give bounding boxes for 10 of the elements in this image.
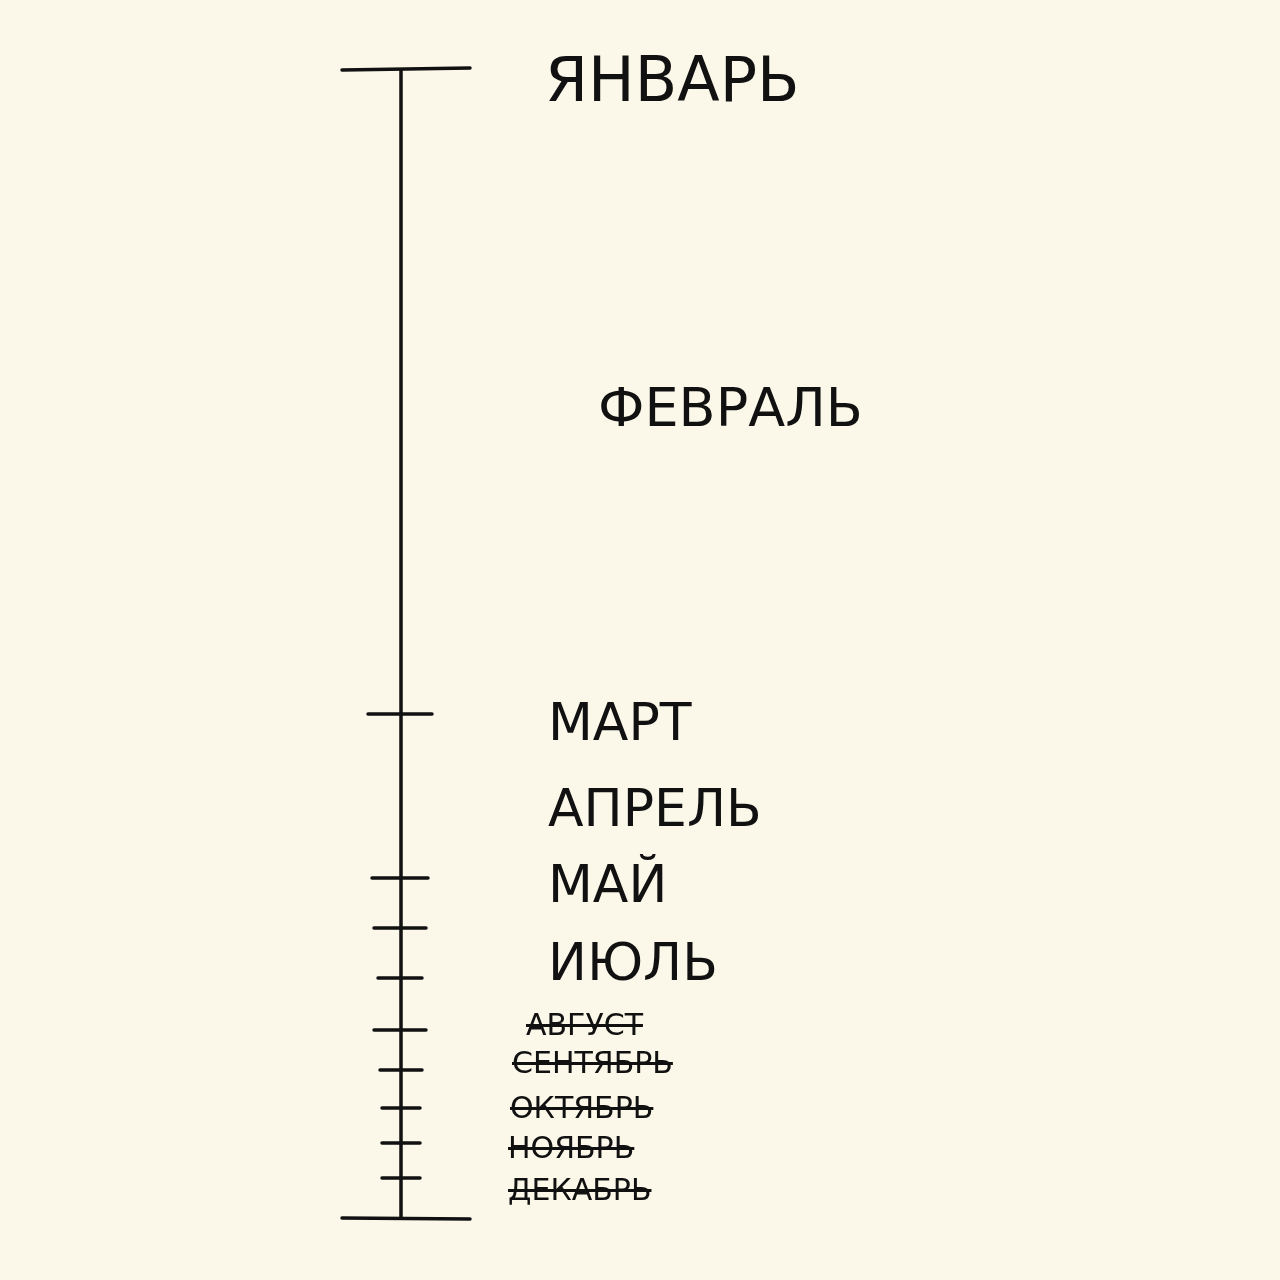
- struck-month-label: НОЯБРЬ: [508, 1133, 635, 1163]
- struck-month-label: СЕНТЯБРЬ: [512, 1048, 673, 1078]
- struck-month-label: АВГУСТ: [526, 1010, 643, 1040]
- month-label: ФЕВРАЛЬ: [598, 381, 863, 435]
- month-label: МАРТ: [548, 696, 692, 748]
- struck-month-label: ДЕКАБРЬ: [508, 1175, 652, 1205]
- struck-month-label: ОКТЯБРЬ: [510, 1093, 654, 1123]
- month-label: АПРЕЛЬ: [548, 782, 762, 834]
- month-label: ИЮЛЬ: [548, 936, 718, 988]
- month-label: ЯНВАРЬ: [545, 49, 800, 111]
